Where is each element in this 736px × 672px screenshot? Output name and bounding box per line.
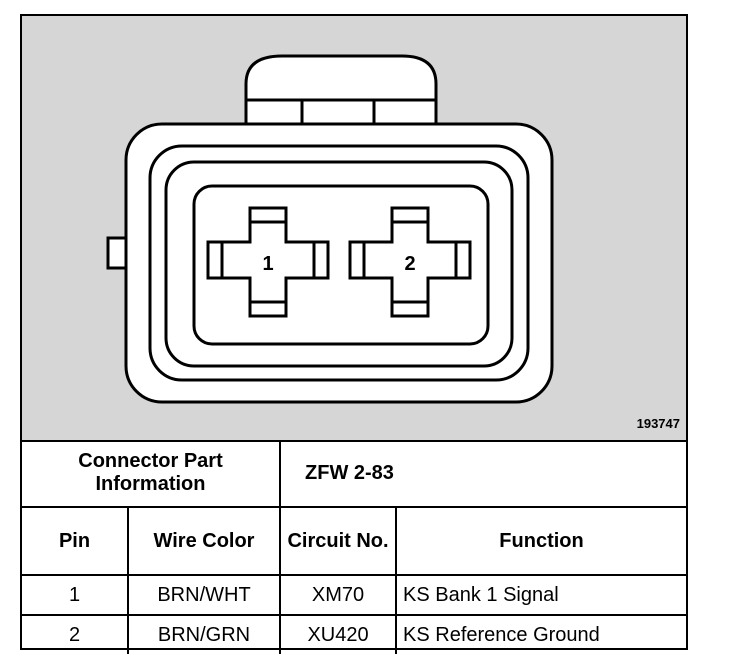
header-wire-color: Wire Color bbox=[126, 506, 282, 576]
cell-pin: 1 bbox=[22, 574, 129, 616]
cell-circuit-no: XM70 bbox=[279, 574, 398, 616]
cell-pin: 2 bbox=[22, 614, 129, 654]
header-circuit-no: Circuit No. bbox=[279, 506, 398, 576]
header-function: Function bbox=[395, 506, 687, 576]
cell-circuit-no: XU420 bbox=[279, 614, 398, 654]
cell-wire-color: BRN/WHT bbox=[126, 574, 282, 616]
pin-2-label: 2 bbox=[404, 253, 415, 275]
header-pin: Pin bbox=[22, 506, 129, 576]
figure-number: 193747 bbox=[636, 416, 680, 431]
connector-part-number: ZFW 2-83 bbox=[279, 440, 687, 508]
cell-function: KS Bank 1 Signal bbox=[395, 574, 687, 616]
cell-wire-color: BRN/GRN bbox=[126, 614, 282, 654]
table-header-row: Pin Wire Color Circuit No. Function bbox=[22, 506, 687, 576]
pin-1-label: 1 bbox=[262, 253, 273, 275]
connector-info-row: Connector Part Information ZFW 2-83 bbox=[22, 440, 687, 508]
connector-latch bbox=[244, 54, 438, 128]
table-row: 1 BRN/WHT XM70 KS Bank 1 Signal bbox=[22, 574, 687, 616]
cell-function: KS Reference Ground bbox=[395, 614, 687, 654]
connector-face-drawing: 1 2 bbox=[106, 54, 554, 404]
connector-info-label: Connector Part Information bbox=[22, 440, 282, 508]
connector-end-view-frame: 1 2 193747 Connector Part Information ZF… bbox=[20, 14, 688, 654]
table-row: 2 BRN/GRN XU420 KS Reference Ground bbox=[22, 614, 687, 654]
connector-pin-table: Connector Part Information ZFW 2-83 Pin … bbox=[22, 440, 687, 654]
pin-1-terminal bbox=[206, 206, 330, 318]
pin-2-terminal bbox=[348, 206, 472, 318]
connector-diagram-area: 1 2 193747 bbox=[22, 16, 686, 442]
